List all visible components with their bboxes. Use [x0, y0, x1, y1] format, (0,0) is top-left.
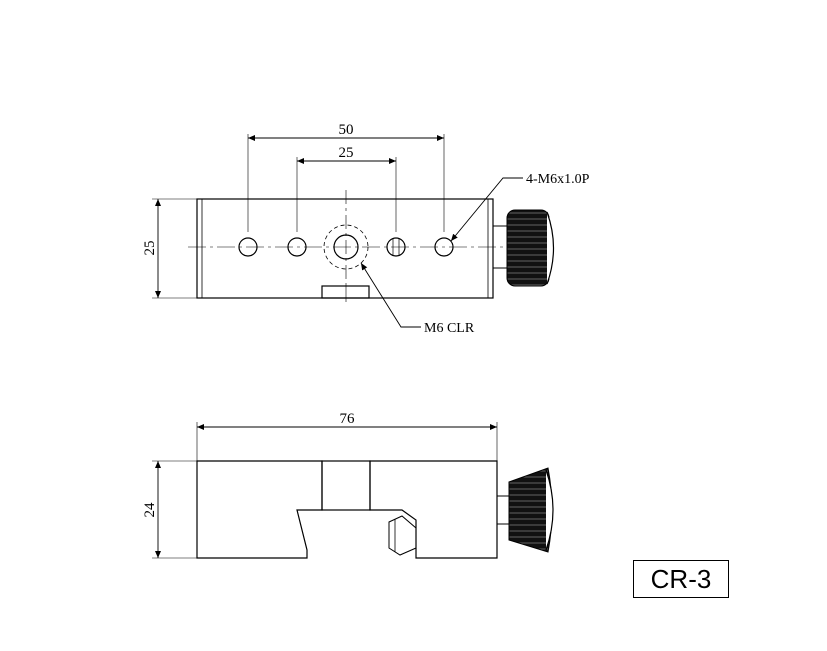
top-view-body	[196, 198, 494, 299]
clearance-counterbore	[323, 224, 369, 270]
dim-76-label: 76	[340, 411, 356, 427]
tapped-hole	[287, 237, 307, 257]
tapped-hole	[386, 237, 406, 257]
side-view-slot	[321, 460, 371, 511]
side-knob	[508, 467, 554, 553]
top-view-slot	[321, 285, 370, 299]
model-label: CR-3	[633, 560, 729, 598]
dim-25-label: 25	[339, 145, 354, 161]
tapped-hole	[238, 237, 258, 257]
side-view	[152, 422, 510, 559]
clearance-hole	[333, 234, 359, 260]
leader-clearance	[360, 262, 421, 328]
tapped-hole	[434, 237, 454, 257]
dim-50-label: 50	[339, 122, 354, 138]
dim-24-label: 24	[142, 502, 158, 518]
callout-clearance: M6 CLR	[424, 321, 475, 336]
top-knob	[506, 209, 555, 287]
leader-tapped-holes	[450, 177, 523, 242]
callout-tapped-holes: 4-M6x1.0P	[526, 172, 590, 187]
dim-height-25-label: 25	[142, 241, 158, 256]
top-view	[152, 134, 508, 302]
